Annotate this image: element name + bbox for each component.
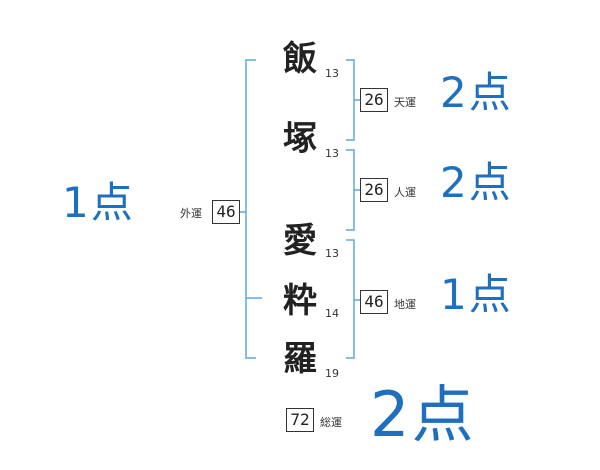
stroke-count-2: 13 xyxy=(325,147,339,160)
ten-bracket xyxy=(346,59,355,141)
chi-value-box: 46 xyxy=(360,290,388,314)
stroke-count-5: 19 xyxy=(325,367,339,380)
name-char-3: 愛 xyxy=(283,221,317,261)
ten-score: 2点 xyxy=(440,68,513,117)
jin-bracket xyxy=(346,149,355,231)
ten-value-box: 26 xyxy=(360,88,388,112)
chi-bracket xyxy=(346,239,355,359)
gai-label: 外運 xyxy=(180,207,202,220)
chi-label: 地運 xyxy=(394,298,416,311)
stroke-count-4: 14 xyxy=(325,307,339,320)
gai-score: 1点 xyxy=(62,178,135,227)
sou-score: 2点 xyxy=(370,378,476,451)
ten-label: 天運 xyxy=(394,96,416,109)
sou-label: 総運 xyxy=(320,416,342,429)
name-char-5: 羅 xyxy=(283,339,317,379)
name-char-2: 塚 xyxy=(283,119,317,159)
jin-value-box: 26 xyxy=(360,178,388,202)
stroke-count-3: 13 xyxy=(325,247,339,260)
outer-bracket xyxy=(245,59,256,359)
name-char-1: 飯 xyxy=(283,39,317,79)
jin-score: 2点 xyxy=(440,158,513,207)
gai-value-box: 46 xyxy=(212,200,240,224)
chi-score: 1点 xyxy=(440,270,513,319)
jin-label: 人運 xyxy=(394,186,416,199)
sou-value-box: 72 xyxy=(286,408,314,432)
name-char-4: 粋 xyxy=(283,281,317,321)
stroke-count-1: 13 xyxy=(325,67,339,80)
